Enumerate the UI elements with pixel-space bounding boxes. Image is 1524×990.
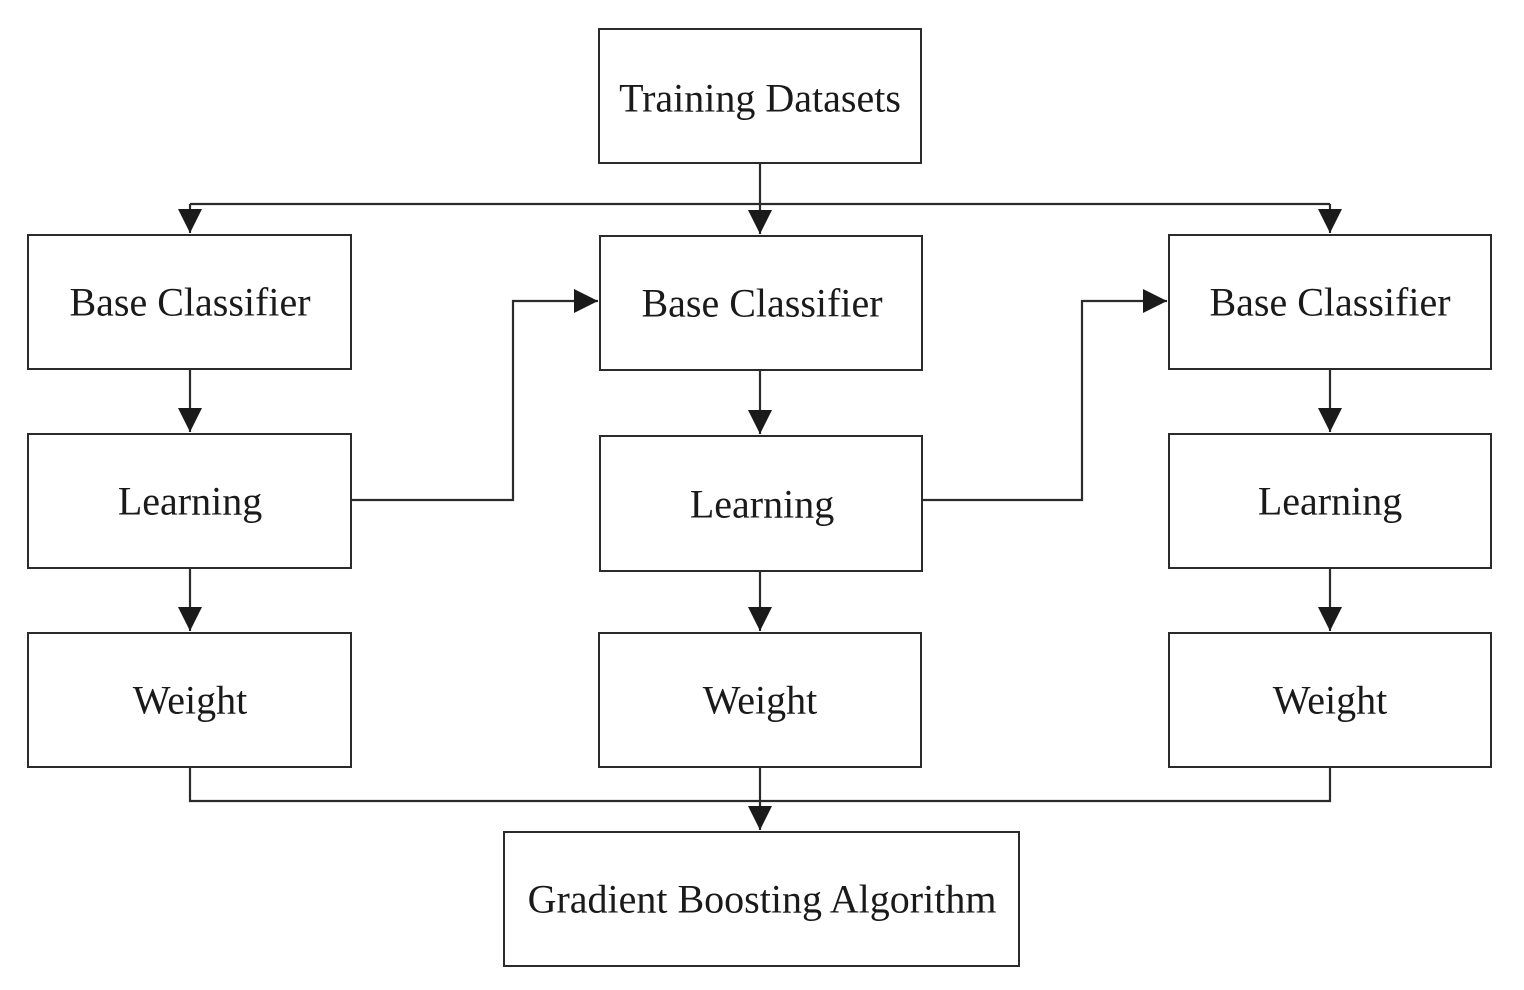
node-label-training: Training Datasets xyxy=(619,76,901,121)
node-label-learn2: Learning xyxy=(690,482,834,527)
edge-learn1-to-base2 xyxy=(352,289,598,502)
node-training-datasets: Training Datasets xyxy=(598,28,922,164)
edges xyxy=(178,163,1342,830)
node-base-classifier-3: Base Classifier xyxy=(1168,234,1492,370)
node-weight-2: Weight xyxy=(598,632,922,768)
node-label-learn3: Learning xyxy=(1258,479,1402,524)
node-weight-3: Weight xyxy=(1168,632,1492,768)
node-label-learn1: Learning xyxy=(118,479,262,524)
node-label-gba: Gradient Boosting Algorithm xyxy=(528,877,997,922)
node-label-base3: Base Classifier xyxy=(1209,280,1450,325)
node-learning-1: Learning xyxy=(27,433,352,569)
node-learning-3: Learning xyxy=(1168,433,1492,569)
node-gradient-boosting: Gradient Boosting Algorithm xyxy=(503,831,1020,967)
node-base-classifier-2: Base Classifier xyxy=(599,235,923,371)
node-weight-1: Weight xyxy=(27,632,352,768)
node-label-weight3: Weight xyxy=(1273,678,1388,723)
node-base-classifier-1: Base Classifier xyxy=(27,234,352,370)
node-label-weight2: Weight xyxy=(703,678,818,723)
node-learning-2: Learning xyxy=(599,435,923,572)
node-label-weight1: Weight xyxy=(133,678,248,723)
node-label-base1: Base Classifier xyxy=(69,280,310,325)
edge-learn2-to-base3 xyxy=(923,289,1167,502)
node-label-base2: Base Classifier xyxy=(641,281,882,326)
